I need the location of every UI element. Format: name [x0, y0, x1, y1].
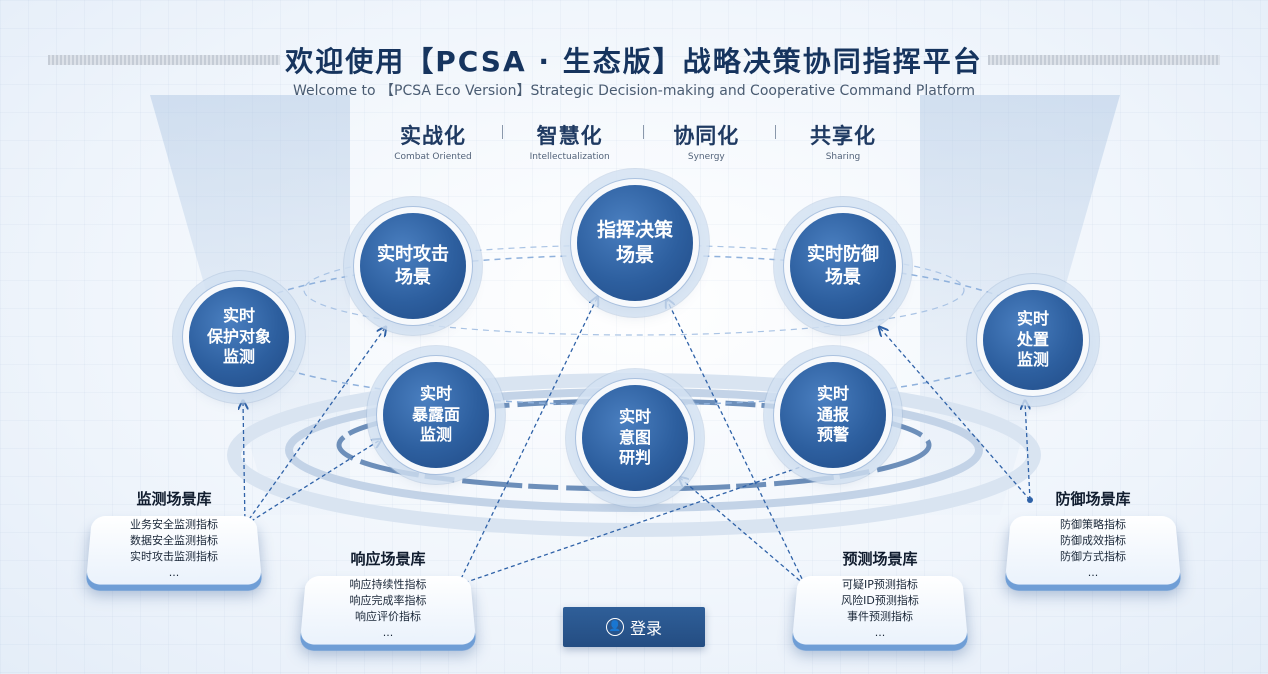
library-title: 响应场景库: [350, 550, 426, 568]
library-predict[interactable]: 预测场景库 可疑IP预测指标 风险ID预测指标 事件预测指标 ...: [791, 548, 969, 655]
list-item: 可疑IP预测指标: [842, 578, 918, 591]
login-label: 登录: [629, 619, 662, 638]
tag-combat: 实战化 Combat Oriented: [394, 124, 472, 162]
list-item: 防御成效指标: [1060, 534, 1126, 547]
tag-separator: [775, 125, 776, 139]
page-title: 欢迎使用【PCSA · 生态版】战略决策协同指挥平台: [285, 45, 983, 78]
node-protect-monitor[interactable]: 实时 保护对象 监测: [189, 287, 289, 387]
library-monitor[interactable]: 监测场景库 业务安全监测指标 数据安全监测指标 实时攻击监测指标 ...: [85, 488, 263, 595]
list-item: 风险ID预测指标: [841, 594, 919, 607]
library-response[interactable]: 响应场景库 响应持续性指标 响应完成率指标 响应评价指标 ...: [299, 548, 477, 655]
list-item: 实时攻击监测指标: [130, 550, 218, 563]
connector-lines: [243, 298, 1031, 586]
node-exposure-monitor[interactable]: 实时 暴露面 监测: [383, 362, 489, 468]
page-subtitle: Welcome to 【PCSA Eco Version】Strategic D…: [293, 83, 975, 99]
node-command-scene[interactable]: 指挥决策 场景: [577, 185, 693, 301]
list-item: ...: [1087, 566, 1099, 579]
tag-synergy: 协同化 Synergy: [673, 124, 740, 162]
list-item: 事件预测指标: [847, 610, 913, 623]
list-item: 防御策略指标: [1060, 518, 1126, 531]
node-disposal-monitor[interactable]: 实时 处置 监测: [983, 290, 1083, 390]
tag-separator: [502, 125, 503, 139]
list-item: 防御方式指标: [1060, 550, 1126, 563]
list-item: 数据安全监测指标: [130, 534, 218, 547]
node-defense-scene[interactable]: 实时防御 场景: [790, 213, 896, 319]
library-title: 监测场景库: [136, 490, 212, 508]
list-item: ...: [168, 566, 180, 579]
node-alert-warning[interactable]: 实时 通报 预警: [780, 362, 886, 468]
list-item: 响应完成率指标: [349, 594, 427, 607]
node-attack-scene[interactable]: 实时攻击 场景: [360, 213, 466, 319]
library-title: 预测场景库: [842, 550, 918, 568]
tag-sharing: 共享化 Sharing: [809, 124, 876, 162]
list-item: 响应持续性指标: [349, 578, 427, 591]
node-intent-analysis[interactable]: 实时 意图 研判: [582, 385, 688, 491]
list-item: ...: [382, 626, 394, 639]
login-button[interactable]: 👤 登录: [563, 607, 705, 647]
feature-tags: 实战化 Combat Oriented 智慧化 Intellectualizat…: [378, 120, 898, 162]
list-item: 响应评价指标: [355, 610, 421, 623]
title-bar-left: [48, 55, 280, 65]
title-bar-right: [988, 55, 1220, 65]
tag-intellect: 智慧化 Intellectualization: [529, 124, 610, 162]
tag-separator: [643, 125, 644, 139]
header: 欢迎使用【PCSA · 生态版】战略决策协同指挥平台: [0, 40, 1268, 80]
library-title: 防御场景库: [1055, 490, 1131, 508]
list-item: 业务安全监测指标: [130, 518, 218, 531]
user-icon: 👤: [605, 618, 624, 636]
list-item: ...: [874, 626, 886, 639]
library-defense[interactable]: 防御场景库 防御策略指标 防御成效指标 防御方式指标 ...: [1004, 488, 1182, 595]
